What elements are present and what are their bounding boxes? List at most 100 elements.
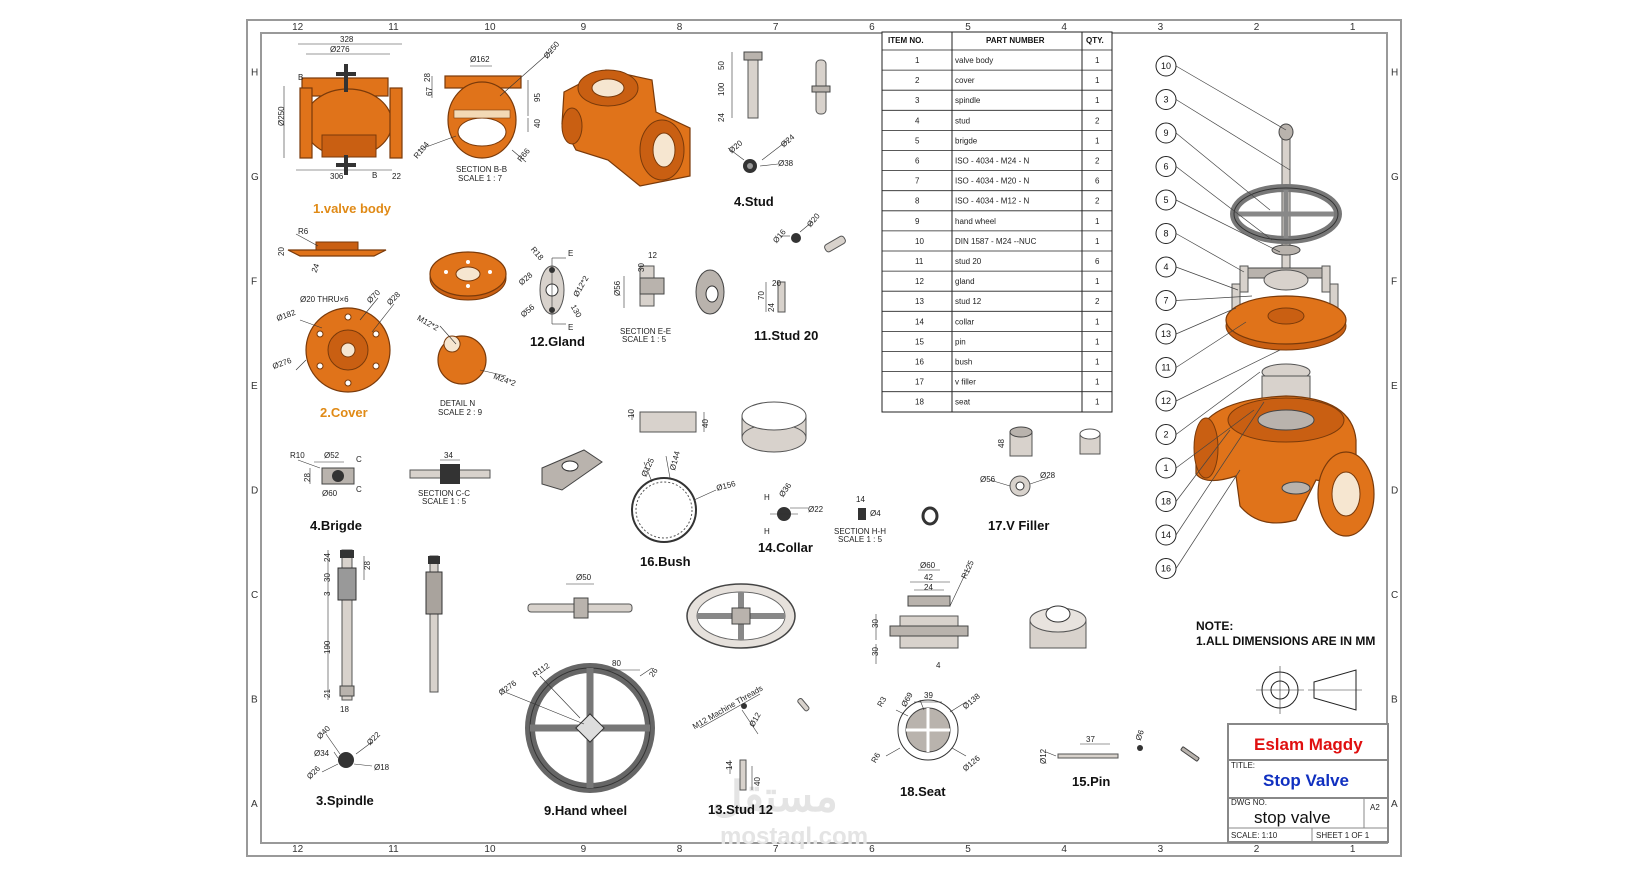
dim-text: Ø12 (747, 710, 763, 728)
bom-item-no: 8 (915, 197, 920, 206)
dim-text: R6 (869, 751, 882, 765)
bom-qty: 1 (1095, 96, 1100, 105)
zone-label: 1 (1350, 844, 1356, 855)
dim-text: R10 (290, 451, 305, 460)
section-label: SECTION C-C (418, 489, 470, 498)
bom-qty: 2 (1095, 297, 1100, 306)
bom-qty: 1 (1095, 76, 1100, 85)
balloon-number: 14 (1161, 530, 1171, 540)
balloon-leader (1175, 401, 1265, 536)
dim-text: 328 (340, 35, 354, 44)
dim-text: Ø22 (808, 505, 824, 514)
bom-item-no: 18 (915, 398, 924, 407)
dim-text: Ø60 (322, 489, 338, 498)
dim-text: M12*2 (416, 313, 441, 333)
bom-qty: 1 (1095, 277, 1100, 286)
view-seat: Ø60 42 24 R125 30 30 4 39 R3 Ø69 Ø138 R6… (869, 559, 1087, 773)
balloon-leader (1175, 429, 1231, 502)
dim-text: 14 (725, 761, 734, 770)
dim-text: 20 (277, 247, 286, 256)
balloon-circle (1155, 290, 1177, 311)
caption-handwheel: 9.Hand wheel (544, 803, 627, 818)
bom-item-no: 4 (915, 116, 920, 125)
zone-label: 2 (1254, 844, 1260, 855)
projection-symbol (1256, 666, 1362, 714)
caption-stud12: 13.Stud 12 (708, 802, 773, 817)
zone-label: 3 (1158, 844, 1164, 855)
zone-label: 2 (1254, 22, 1260, 33)
zone-label: A (251, 799, 258, 810)
zone-label: 9 (581, 22, 587, 33)
dim-text: Ø56 (613, 280, 622, 296)
bom-item-no: 11 (915, 257, 924, 266)
bom-qty: 1 (1095, 136, 1100, 145)
balloon-circle (1155, 323, 1177, 345)
bom-item-no: 16 (915, 358, 924, 367)
balloon-number: 9 (1163, 128, 1168, 138)
dim-text: R104 (412, 140, 432, 161)
zone-label: 10 (484, 22, 496, 33)
dim-text: 70 (757, 291, 766, 300)
dim-text: M24*2 (492, 372, 517, 389)
scale-label: SCALE 2 : 9 (438, 408, 483, 417)
view-collar: H H Ø36 Ø22 14 Ø4 SECTION H-H SCALE 1 : … (764, 481, 939, 544)
zone-label: G (251, 172, 259, 183)
dim-text: Ø125 (640, 456, 657, 478)
dim-text: Ø162 (470, 55, 490, 64)
balloon-number: 4 (1163, 262, 1168, 272)
caption-valve-body: 1.valve body (313, 201, 392, 216)
zone-label: 12 (292, 22, 304, 33)
dim-text: R3 (875, 695, 888, 709)
section-mark: H (764, 493, 770, 502)
view-stud20: Ø16 Ø20 20 70 24 (757, 211, 846, 313)
caption-brigde: 4.Brigde (310, 518, 362, 533)
balloon-circle (1155, 156, 1177, 177)
balloon-number: 1 (1163, 463, 1168, 473)
balloon-number: 13 (1161, 329, 1171, 339)
section-mark: E (568, 323, 573, 332)
dim-text: Ø12*2 (571, 274, 590, 299)
balloon-circle (1155, 55, 1177, 77)
balloon-circle (1155, 491, 1177, 512)
dim-text: 80 (612, 659, 621, 668)
bom-qty: 6 (1095, 257, 1100, 266)
bom-item-no: 12 (915, 277, 924, 286)
bom-part-number: ISO - 4034 - M12 - N (955, 197, 1029, 206)
dim-text: Ø56 (980, 475, 996, 484)
title-small-label: TITLE: (1231, 761, 1255, 770)
dim-text: 67 (425, 87, 434, 96)
section-mark: C (356, 485, 362, 494)
dim-text: 20 (772, 279, 781, 288)
dim-text: 30 (637, 263, 646, 272)
caption-collar: 14.Collar (758, 540, 813, 555)
view-brigde: R10 Ø52 C C 28 Ø60 34 SECTION C-C SCALE … (290, 449, 603, 506)
dim-text: R66 (516, 146, 533, 163)
bom-qty: 2 (1095, 197, 1100, 206)
view-handwheel: Ø50 80 R112 Ø276 26 (497, 573, 796, 793)
dim-text: 40 (753, 777, 762, 786)
dim-text: Ø156 (715, 479, 737, 493)
dim-text: 30 (871, 647, 880, 656)
view-stud: 50 100 24 Ø20 Ø24 Ø38 (717, 51, 831, 173)
zone-label: 7 (773, 844, 779, 855)
drawing-title: Stop Valve (1263, 771, 1349, 790)
bom-part-number: pin (955, 337, 966, 346)
view-spindle: 24 30 28 3 190 21 18 Ø40 Ø22 Ø34 Ø18 Ø26 (305, 549, 443, 781)
bom-part-number: stud 12 (955, 297, 982, 306)
dim-text: Ø6 (1134, 728, 1146, 742)
dim-text: 3 (323, 591, 332, 596)
zone-label: 11 (388, 844, 399, 855)
dim-text: R112 (531, 661, 552, 679)
dim-text: 24 (717, 113, 726, 122)
balloon-leader (1175, 371, 1261, 435)
bom-qty: 1 (1095, 237, 1100, 246)
caption-bush: 16.Bush (640, 554, 691, 569)
balloon-circle (1155, 357, 1177, 378)
balloon-circle (1155, 558, 1177, 579)
balloon-number: 5 (1163, 195, 1168, 205)
section-mark: E (568, 249, 573, 258)
dim-text: Ø18 (374, 763, 390, 772)
dim-text: 50 (717, 61, 726, 70)
